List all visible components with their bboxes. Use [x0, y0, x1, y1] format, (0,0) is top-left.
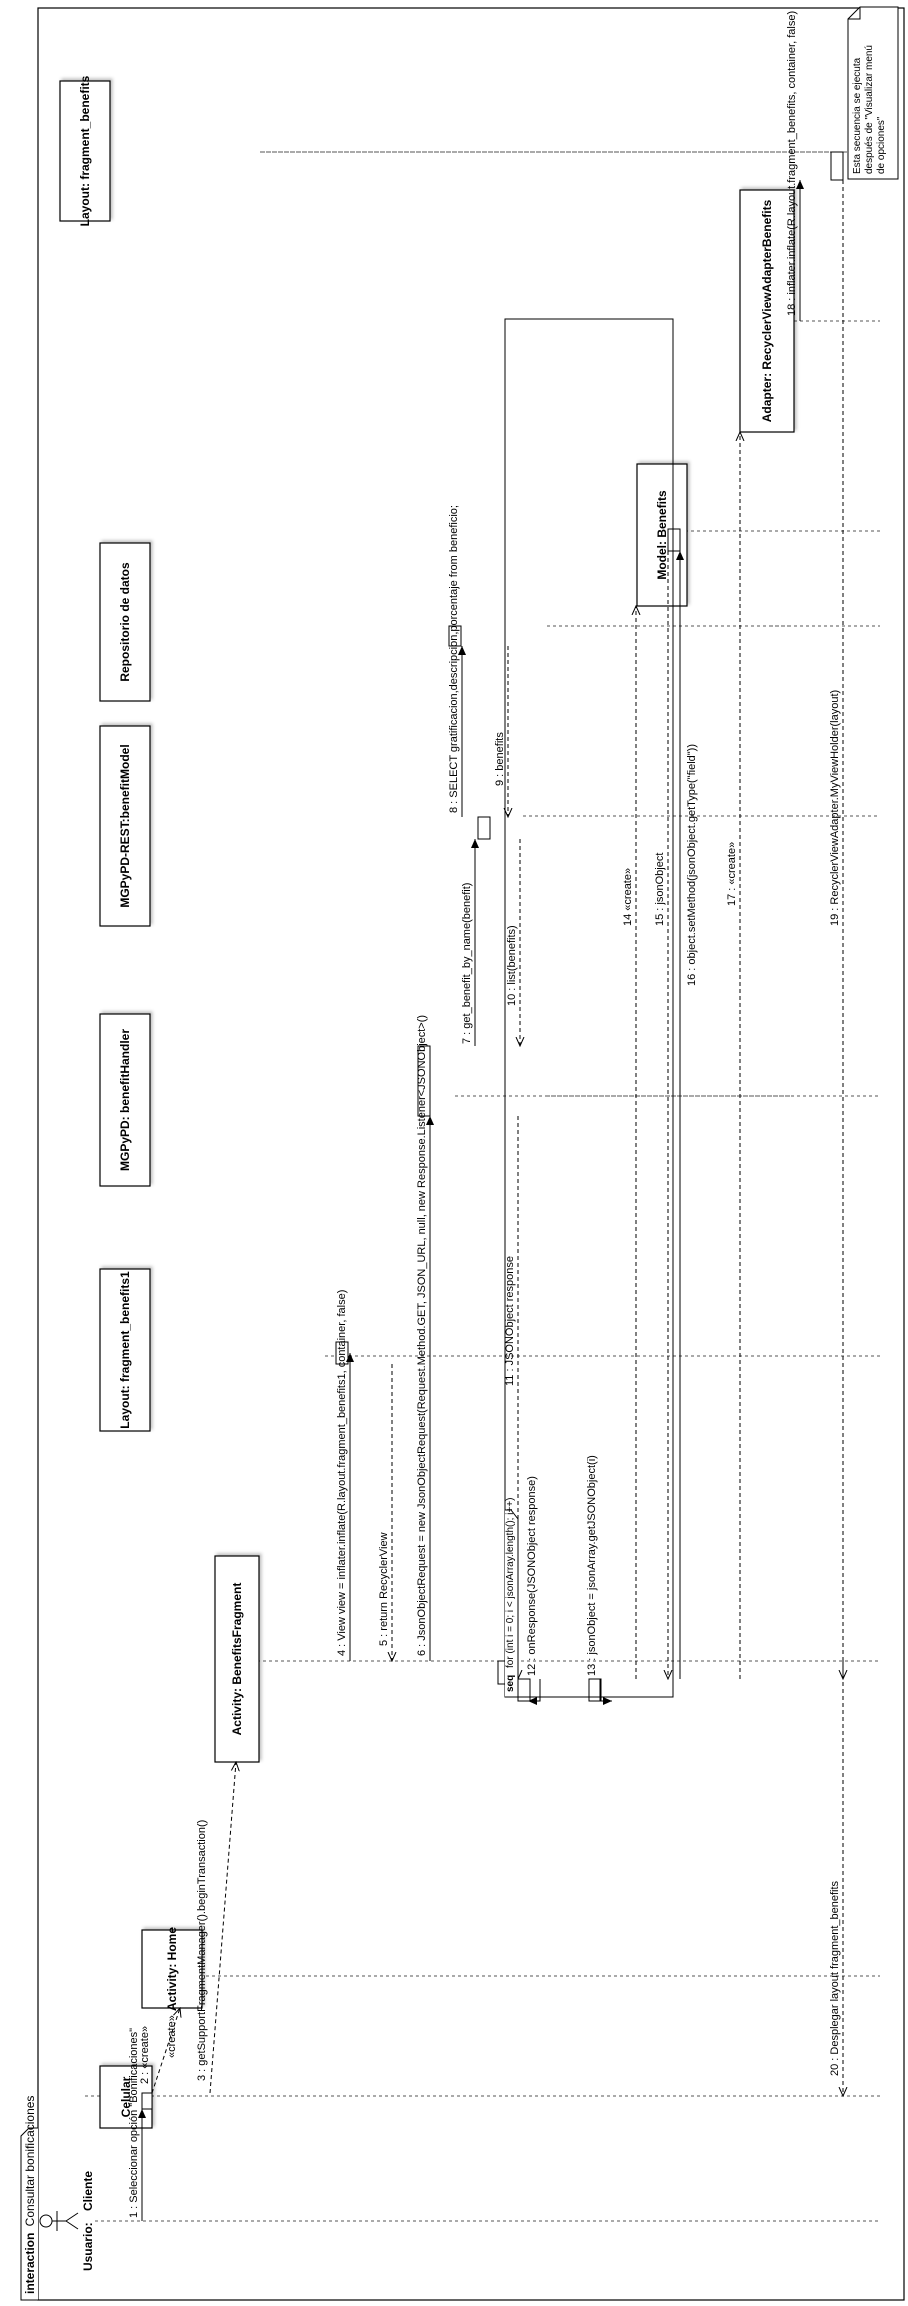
msg-3-label: 3 : getSupportFragmentManager().beginTra…: [196, 1820, 208, 2081]
lifelines: [85, 151, 880, 2222]
lifeline-head-handler: MGPyPD: benefitHandler: [99, 1013, 151, 1187]
lifeline-head-home: Activity: Home: [141, 1927, 203, 2011]
note-line-2: después de "Visualizar menú: [864, 45, 875, 174]
lifeline-head-benefits: Model: Benefits: [636, 463, 688, 607]
msg-8-label: 8 : SELECT gratificacion,descripcion,por…: [448, 505, 460, 813]
lifeline-head-repo: Repositorio de datos: [99, 542, 151, 702]
lifeline-head-box-repo: [99, 542, 151, 702]
msg-19-label: 19 : RecyclerViewAdapter.MyViewHolder(la…: [829, 690, 841, 926]
frame-keyword: interaction: [23, 2233, 37, 2294]
frame-name: Consultar bonificaciones: [23, 2096, 37, 2227]
msg-14-label: 14 «create»: [622, 868, 634, 926]
frame-tag: [20, 2127, 38, 2301]
svg-text:seq for (int i = 0; i: seq for (int i = 0; i < jsonArray.length…: [505, 1498, 516, 1692]
msg-7-label: 7 : get_benefit_by_name(benefit): [461, 883, 473, 1044]
svg-text:Esta secuencia se ejecuta: Esta secuencia se ejecuta después de "Vi…: [852, 42, 887, 174]
activation-loop-a: [517, 1678, 531, 1702]
activation-repo: [448, 625, 462, 647]
msg-15-label: 15 : jsonObject: [654, 853, 666, 926]
note: Esta secuencia se ejecuta después de "Vi…: [847, 6, 899, 180]
msg-9-label: 9 : benefits: [494, 732, 506, 786]
msg-2-label: 2 : «create»: [139, 2026, 151, 2084]
lifeline-head-layout1: Layout: fragment_benefits1: [99, 1268, 151, 1432]
lifeline-head-box-handler: [99, 1013, 151, 1187]
msg-13-arrow: [599, 1679, 612, 1705]
activation-loop-b: [588, 1678, 602, 1702]
activation-layoutfb: [830, 151, 844, 181]
msg-20-label: 20 : Desplegar layout fragment_benefits: [829, 1880, 841, 2076]
seq-guard: for (int i = 0; i < jsonArray.length(); …: [505, 1498, 516, 1668]
msg-10-label: 10 : list(benefits): [506, 925, 518, 1006]
lifeline-head-box-benefits: [636, 463, 688, 607]
lifeline-head-label-benefits: Model: Benefits: [655, 490, 669, 580]
lifeline-head-label-handler: MGPyPD: benefitHandler: [118, 1029, 132, 1171]
lifeline-head-label-repo: Repositorio de datos: [118, 562, 132, 682]
msg-18-label: 18 : inflater.inflate(R.layout.fragment_…: [786, 11, 798, 316]
lifeline-head-label-layout1: Layout: fragment_benefits1: [118, 1271, 132, 1429]
note-line-3: de opciones": [876, 116, 887, 174]
actor-name: Cliente: [81, 2171, 95, 2211]
actor-head: [39, 2214, 53, 2228]
lifeline-head-box-home: [141, 1929, 203, 2009]
msg-3-arrow: [209, 1762, 236, 2094]
lifeline-head-box-model: [99, 725, 151, 927]
lifeline-head-benefitsfragment: Activity: BenefitsFragment: [214, 1555, 260, 1763]
msg-17-label: 17 : «create»: [726, 842, 738, 906]
seq-fragment-tag: [505, 1509, 519, 1698]
msg-16-label: 16 : object.setMethod(jsonObject.getType…: [686, 744, 698, 986]
msg-create-fragment-label: «create»: [166, 2015, 178, 2058]
msg-6-label: 6 : JsonObjectRequest = new JsonObjectRe…: [416, 1015, 428, 1656]
lifeline-head-box-layout1: [99, 1268, 151, 1432]
lifeline-head-layoutfb: Layout: fragment_benefits: [59, 75, 111, 226]
activation-celular: [141, 2092, 153, 2110]
svg-text:Usuario: Cliente: Usuario: Cliente: [81, 2171, 95, 2271]
msg-13-label: 13 : jsonObject = jsonArray.getJSONObjec…: [586, 1455, 598, 1676]
msg-2-arrow: [151, 2008, 180, 2094]
lifeline-head-label-benefitsfragment: Activity: BenefitsFragment: [230, 1583, 244, 1736]
lifeline-head-label-layoutfb: Layout: fragment_benefits: [78, 75, 92, 226]
msg-12-arrow: [528, 1679, 541, 1705]
lifeline-head-label-adapter: Adapter: RecyclerViewAdapterBenefits: [760, 199, 774, 422]
lifeline-head-label-home: Activity: Home: [165, 1927, 179, 2011]
lifeline-head-box-adapter: [739, 189, 795, 433]
lifeline-head-box-layoutfb: [59, 80, 111, 222]
lifeline-head-label-celular: Celular: [119, 2076, 133, 2117]
lifeline-head-model: MGPyPD-REST:benefitModel: [99, 725, 151, 927]
msg-11-label: 11 : JSONObject response: [504, 1256, 516, 1386]
lifeline-head-label-model: MGPyPD-REST:benefitModel: [118, 744, 132, 907]
actor-cliente: [39, 2211, 79, 2231]
seq-fragment-frame: [504, 318, 674, 1698]
svg-text:interaction Consultar bo: interaction Consultar bonificaciones: [23, 2096, 37, 2294]
note-shape: [847, 6, 899, 180]
activation-benefits: [667, 528, 681, 552]
msg-1-label: 1 : Seleccionar opción "Bonificaciones": [128, 2028, 140, 2218]
msg-4-label: 4 : View view = inflater.inflate(R.layou…: [336, 1290, 348, 1656]
actor-label: Usuario:: [81, 2222, 95, 2271]
seq-fragment: seq for (int i = 0; i < jsonArray.length…: [504, 318, 674, 1698]
activation-handler: [417, 1045, 431, 1117]
note-line-1: Esta secuencia se ejecuta: [852, 57, 863, 174]
interaction-frame: [37, 7, 905, 2301]
msg-5-label: 5 : return RecyclerView: [378, 1532, 390, 1646]
activations: [141, 151, 844, 2110]
lifeline-head-adapter: Adapter: RecyclerViewAdapterBenefits: [739, 189, 795, 433]
activation-model: [477, 816, 491, 840]
msg-12-label: 12 : onResponse(JSONObject response): [526, 1476, 538, 1676]
seq-operator: seq: [505, 1675, 516, 1692]
